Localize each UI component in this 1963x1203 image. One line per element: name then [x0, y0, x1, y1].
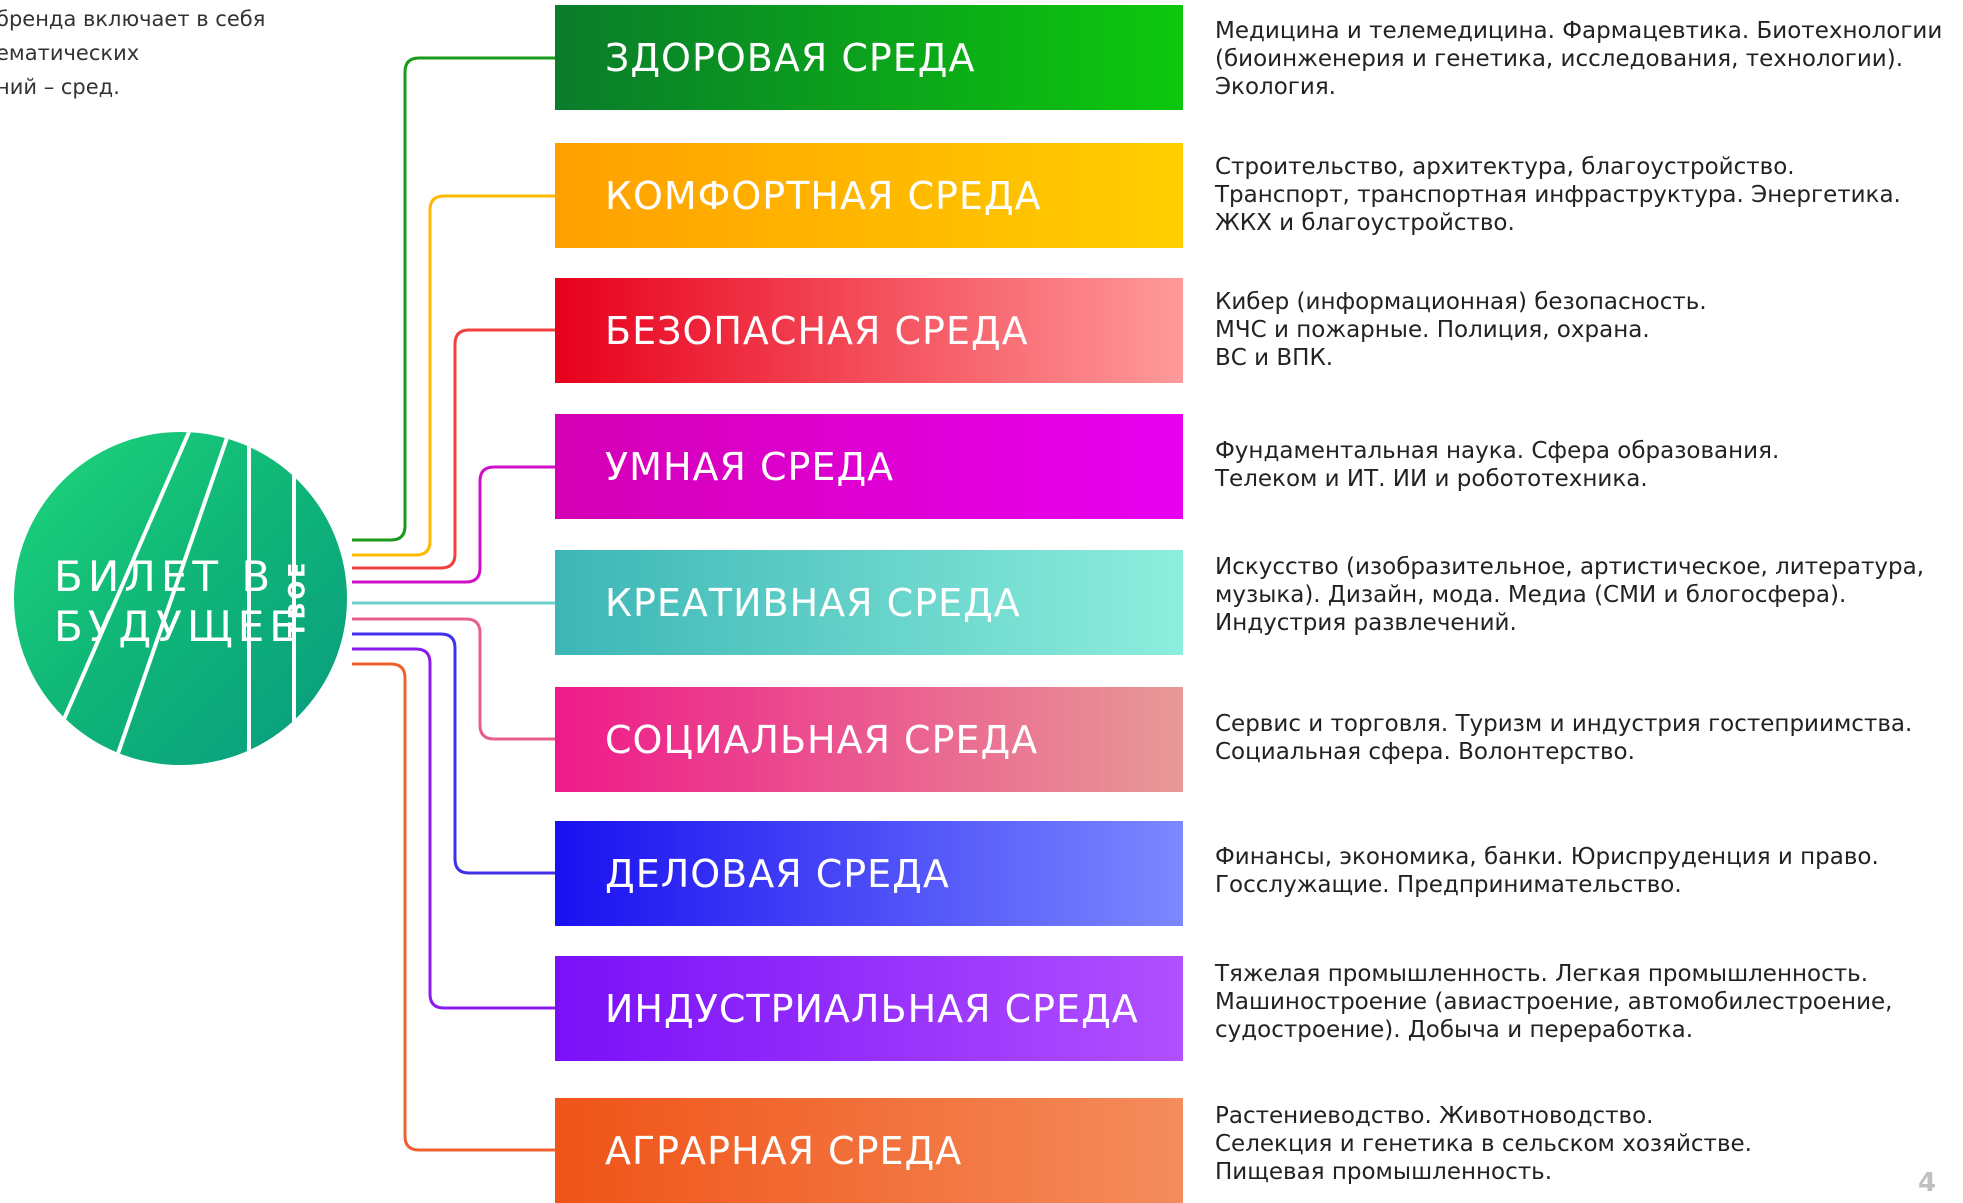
- environment-description: Тяжелая промышленность. Легкая промышлен…: [1215, 961, 1893, 1043]
- environment-label: БЕЗОПАСНАЯ СРЕДА: [605, 308, 1029, 353]
- connector-line: [352, 632, 555, 875]
- page-number: 4: [1918, 1168, 1937, 1198]
- connector-line: [352, 56, 555, 542]
- environment-bar: ИНДУСТРИАЛЬНАЯ СРЕДА: [555, 956, 1183, 1061]
- environment-bar: ДЕЛОВАЯ СРЕДА: [555, 821, 1183, 926]
- environment-label: ЗДОРОВАЯ СРЕДА: [605, 35, 976, 80]
- connector-line: [352, 662, 555, 1152]
- environment-label: СОЦИАЛЬНАЯ СРЕДА: [605, 717, 1039, 762]
- connector-line: [352, 465, 555, 584]
- environment-label: ИНДУСТРИАЛЬНАЯ СРЕДА: [605, 986, 1139, 1031]
- environment-bar: КРЕАТИВНАЯ СРЕДА: [555, 550, 1183, 655]
- logo-text: БИЛЕТ В БУДУЩЕЕ: [54, 552, 301, 651]
- connector-line: [352, 328, 555, 570]
- environment-bar: БЕЗОПАСНАЯ СРЕДА: [555, 278, 1183, 383]
- environment-label: УМНАЯ СРЕДА: [605, 444, 895, 489]
- connector-line: [352, 617, 555, 741]
- intro-text: бренда включает в себя ематических ний –…: [0, 7, 266, 99]
- environment-label: ДЕЛОВАЯ СРЕДА: [605, 851, 950, 896]
- environment-bar: АГРАРНАЯ СРЕДА: [555, 1098, 1183, 1203]
- connector-line: [352, 647, 555, 1010]
- logo-vertical-text: ТВОЕ: [285, 559, 311, 638]
- environment-label: КОМФОРТНАЯ СРЕДА: [605, 173, 1042, 218]
- environment-label: АГРАРНАЯ СРЕДА: [605, 1128, 963, 1173]
- environment-description: Сервис и торговля. Туризм и индустрия го…: [1215, 711, 1913, 765]
- environment-description: Растениеводство. Животноводство. Селекци…: [1215, 1103, 1752, 1185]
- environment-label: КРЕАТИВНАЯ СРЕДА: [605, 580, 1021, 625]
- environment-description: Фундаментальная наука. Сфера образования…: [1215, 438, 1780, 492]
- connector-line: [352, 194, 555, 557]
- brand-logo: БИЛЕТ В БУДУЩЕЕ: [14, 432, 347, 765]
- environment-bar: СОЦИАЛЬНАЯ СРЕДА: [555, 687, 1183, 792]
- environment-bar: КОМФОРТНАЯ СРЕДА: [555, 143, 1183, 248]
- environment-description: Финансы, экономика, банки. Юриспруденция…: [1215, 844, 1879, 898]
- logo-decorative-lines: [42, 432, 296, 765]
- environment-description: Кибер (информационная) безопасность. МЧС…: [1215, 289, 1707, 371]
- environment-description: Медицина и телемедицина. Фармацевтика. Б…: [1215, 18, 1943, 100]
- environment-bar: УМНАЯ СРЕДА: [555, 414, 1183, 519]
- environment-description: Строительство, архитектура, благоустройс…: [1215, 154, 1901, 236]
- environment-description: Искусство (изобразительное, артистическо…: [1215, 554, 1925, 636]
- environment-bar: ЗДОРОВАЯ СРЕДА: [555, 5, 1183, 110]
